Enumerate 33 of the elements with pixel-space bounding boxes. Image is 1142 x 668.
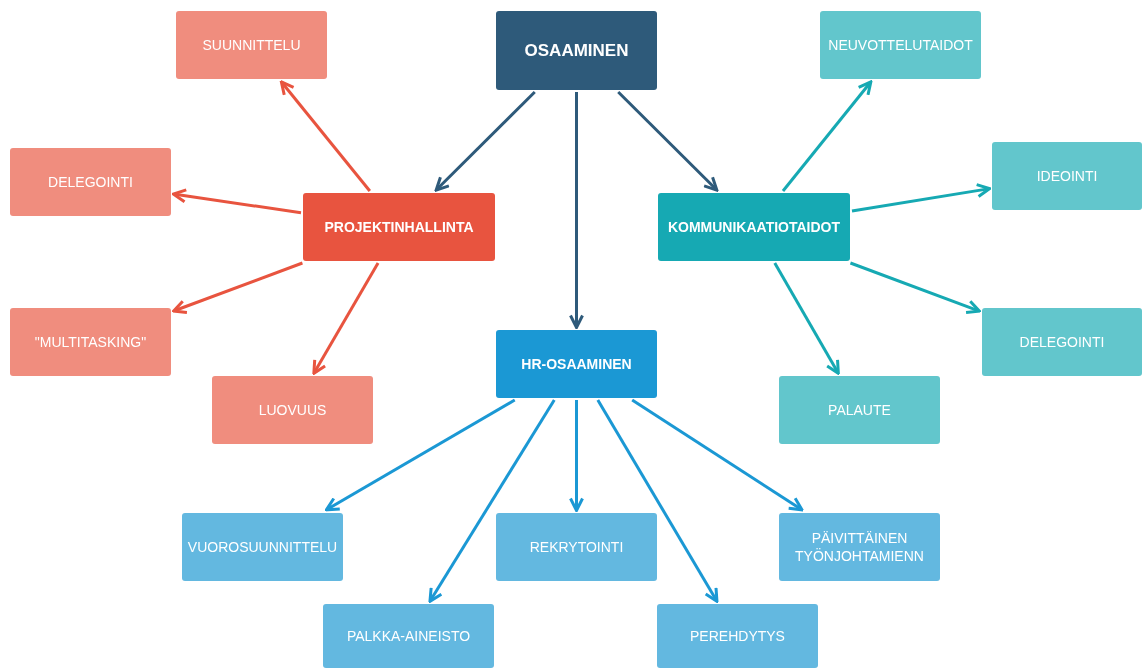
- arrow: [617, 90, 719, 192]
- category-box: HR-OSAAMINEN: [496, 330, 657, 398]
- arrow: [781, 80, 873, 192]
- arrow: [434, 90, 536, 192]
- arrow: [849, 261, 981, 315]
- topic-box: SUUNNITTELU: [176, 11, 327, 79]
- arrow: [428, 399, 556, 603]
- topic-box: DELEGOINTI: [10, 148, 171, 216]
- topic-box: LUOVUUS: [212, 376, 373, 444]
- topic-box: REKRYTOINTI: [496, 513, 657, 581]
- category-box: OSAAMINEN: [496, 11, 657, 90]
- topic-box: PEREHDYTYS: [657, 604, 818, 668]
- arrow: [631, 398, 804, 512]
- arrow: [851, 183, 991, 213]
- topic-box: PÄIVITTÄINEN TYÖNJOHTAMIENN: [779, 513, 940, 581]
- category-box: KOMMUNIKAATIOTAIDOT: [658, 193, 850, 261]
- topic-box: PALAUTE: [779, 376, 940, 444]
- topic-box: PALKKA-AINEISTO: [323, 604, 494, 668]
- arrow: [569, 92, 584, 329]
- arrow: [569, 400, 584, 512]
- topic-box: NEUVOTTELUTAIDOT: [820, 11, 981, 79]
- arrow: [773, 262, 840, 375]
- topic-box: IDEOINTI: [992, 142, 1142, 210]
- category-box: PROJEKTINHALLINTA: [303, 193, 495, 261]
- topic-box: "MULTITASKING": [10, 308, 171, 376]
- topic-box: DELEGOINTI: [982, 308, 1142, 376]
- arrow: [596, 399, 719, 603]
- arrow: [312, 262, 380, 375]
- arrow: [172, 188, 302, 215]
- arrow: [172, 261, 303, 314]
- arrow: [324, 398, 516, 512]
- arrow: [279, 80, 371, 192]
- topic-box: VUOROSUUNNITTELU: [182, 513, 343, 581]
